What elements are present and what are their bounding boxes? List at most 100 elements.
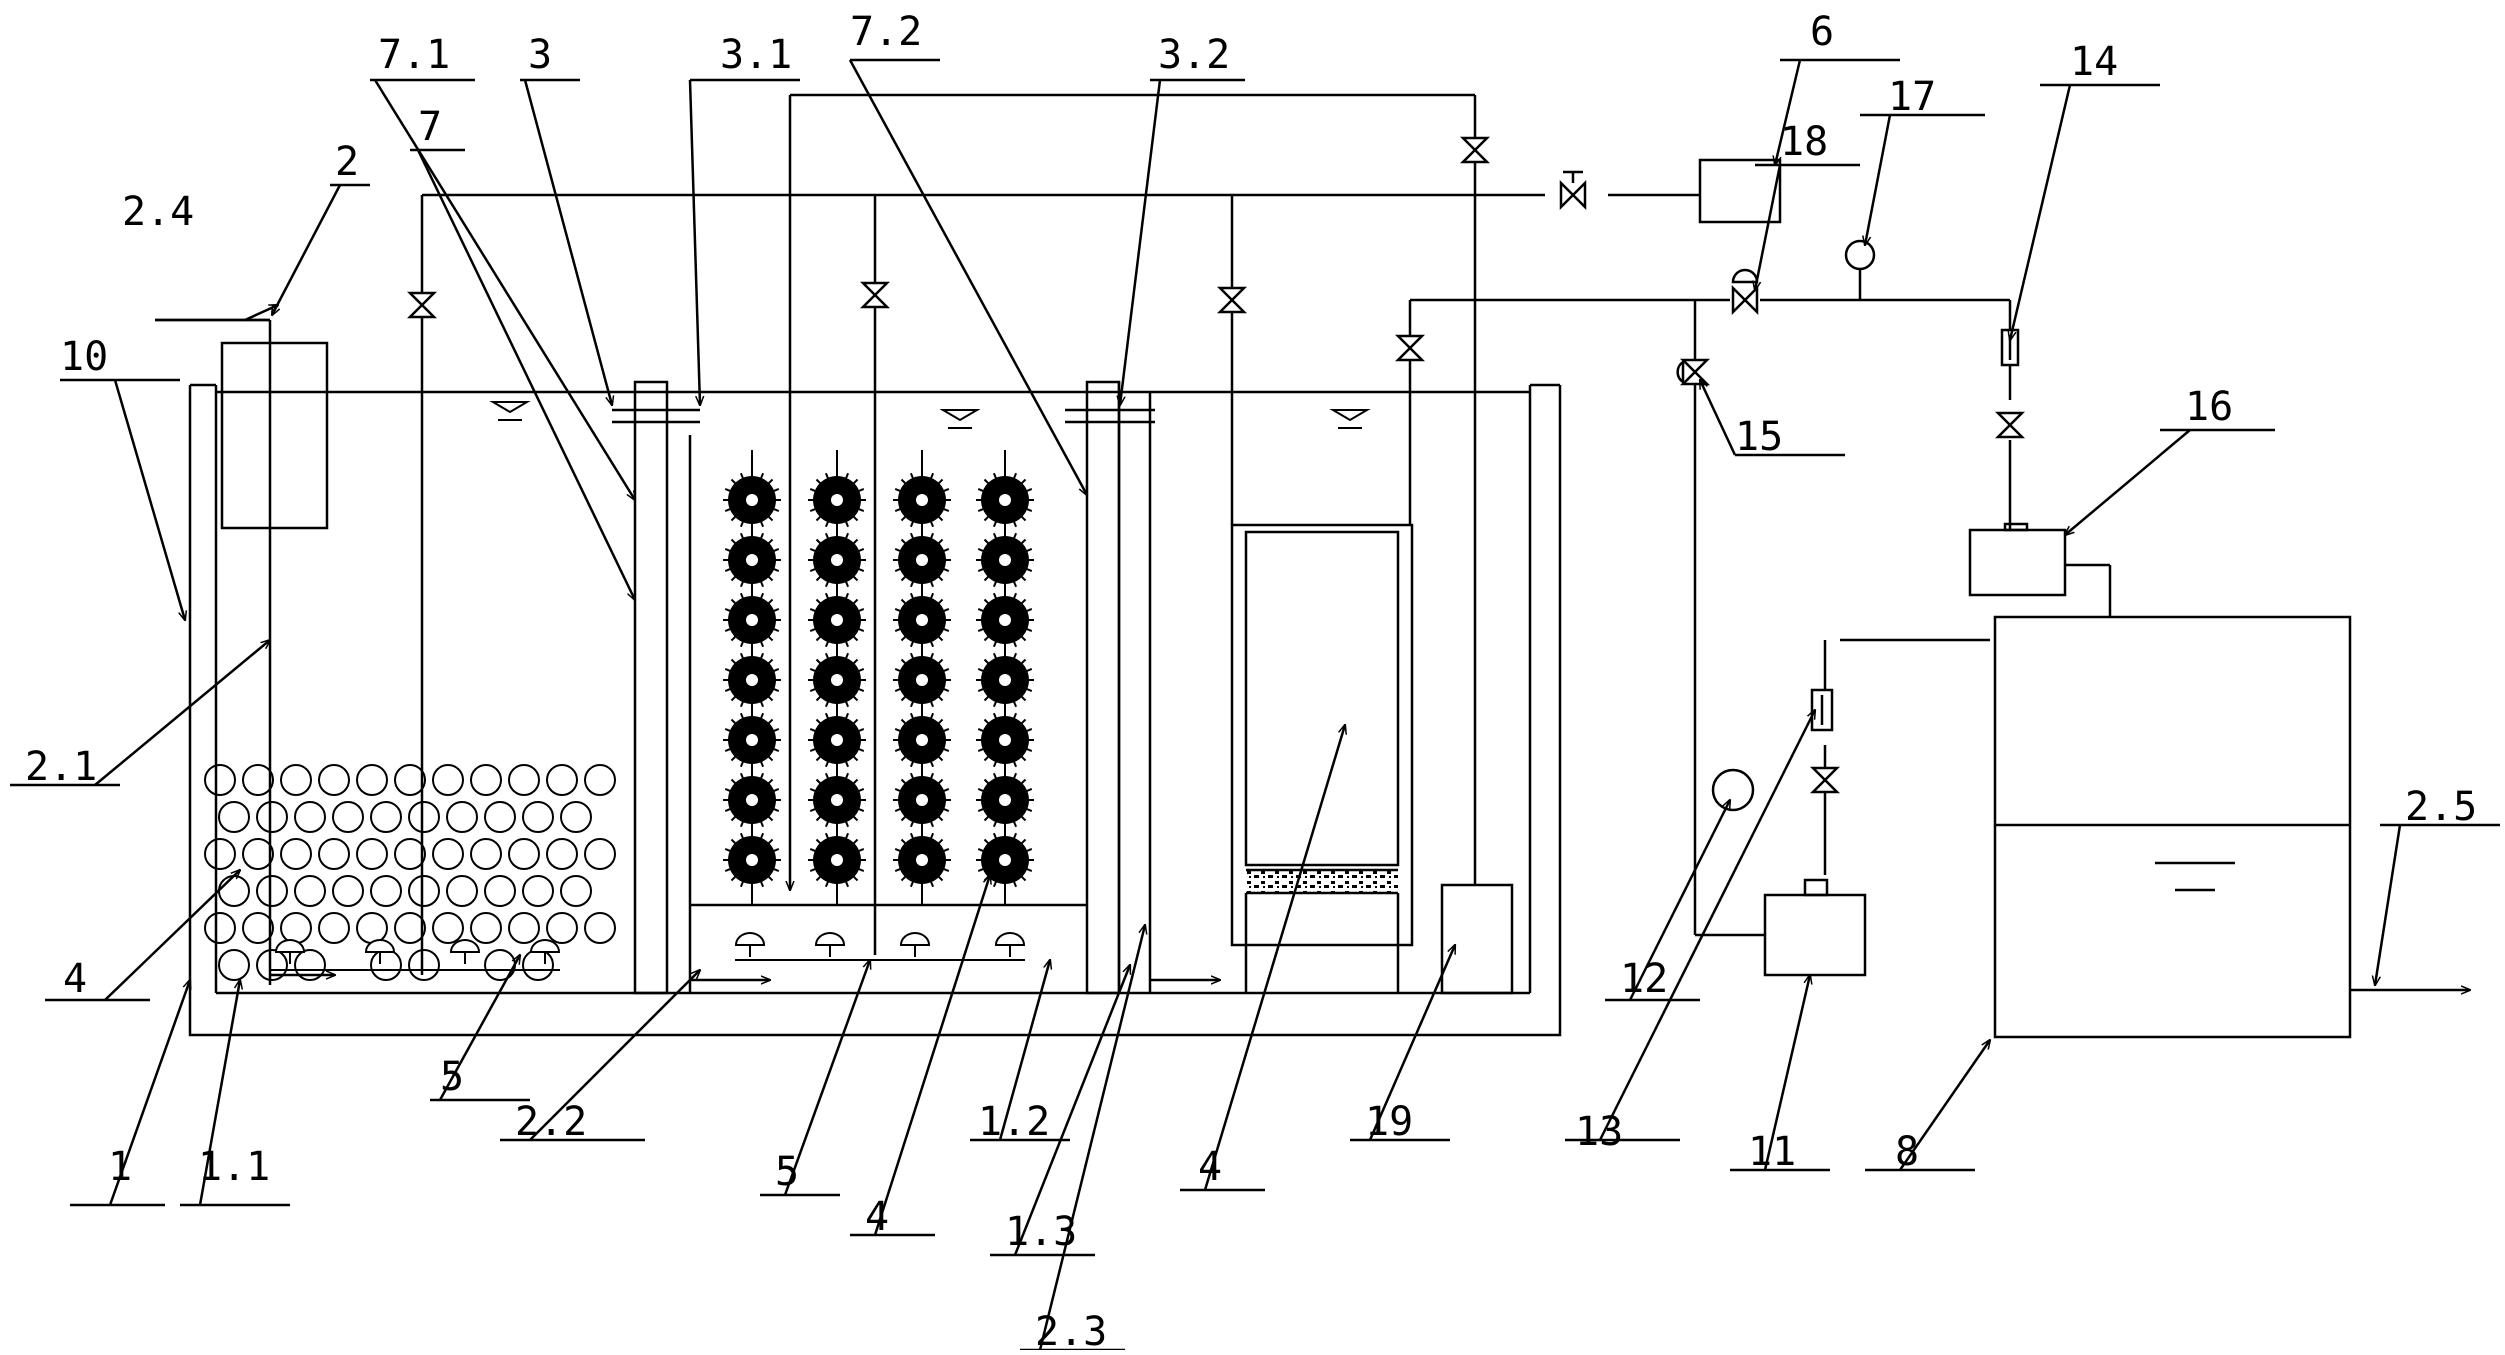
packing-ball-icon — [332, 801, 364, 833]
fiber-bundle-icon — [893, 651, 951, 709]
leader-line — [198, 980, 240, 1206]
packing-ball-icon — [256, 949, 288, 981]
packing-ball-icon — [584, 838, 616, 870]
packing-ball-icon — [484, 801, 516, 833]
leader-line — [1775, 59, 1802, 165]
fiber-bundle-icon — [893, 771, 951, 829]
fiber-bundle-icon — [723, 831, 781, 889]
packing-ball-icon — [408, 801, 440, 833]
leader-lines — [10, 58, 2500, 1352]
fiber-bundle-icon — [808, 771, 866, 829]
packing-ball-icon — [242, 838, 274, 870]
fiber-bundle-icon — [808, 531, 866, 589]
packing-ball-icon — [470, 764, 502, 796]
packing-ball-icon — [218, 875, 250, 907]
pump-12-icon — [1711, 768, 1755, 812]
leader-line — [1865, 114, 1892, 245]
leader-line — [688, 79, 700, 405]
valve-icon — [1994, 411, 2026, 439]
leader-line — [1700, 380, 1737, 456]
packing-ball-icon — [280, 838, 312, 870]
packing-ball-icon — [318, 912, 350, 944]
packing-ball-icon — [356, 912, 388, 944]
fiber-bundle-icon — [976, 711, 1034, 769]
valve-icon — [406, 291, 438, 319]
leader-line — [373, 79, 635, 500]
pressure-gauge-17-icon — [1844, 239, 1876, 271]
fiber-bundle-icon — [976, 591, 1034, 649]
clarifier-tank-8 — [1993, 615, 2352, 1039]
label-4c: 4 — [865, 1194, 889, 1240]
label-5b: 5 — [775, 1149, 799, 1195]
packing-ball-icon — [546, 912, 578, 944]
packing-ball-icon — [356, 764, 388, 796]
fiber-bundle-icon — [808, 591, 866, 649]
diffuser-icon — [529, 939, 561, 953]
fiber-bundle-icon — [723, 651, 781, 709]
fiber-bundle-icon — [808, 651, 866, 709]
packing-ball-icon — [294, 801, 326, 833]
label-13: 13 — [1575, 1109, 1623, 1155]
packing-ball-icon — [522, 949, 554, 981]
packing-ball-icon — [370, 875, 402, 907]
label-1: 1 — [108, 1144, 132, 1190]
label-3-1: 3.1 — [720, 32, 792, 78]
leader-line — [998, 960, 1050, 1141]
label-14: 14 — [2070, 39, 2118, 85]
diffuser-icon — [734, 932, 766, 946]
packing-ball-icon — [446, 875, 478, 907]
inlet-distribution-box — [220, 341, 329, 530]
label-16: 16 — [2185, 384, 2233, 430]
packing-ball-icon — [560, 801, 592, 833]
fiber-bundle-icon — [723, 711, 781, 769]
fiber-bundle-icon — [976, 771, 1034, 829]
valve-icon — [1216, 286, 1248, 314]
valve-icon — [1679, 358, 1711, 386]
label-15: 15 — [1735, 414, 1783, 460]
label-group: 10 2.4 2 7.1 7 3 3.1 7.2 3.2 6 17 14 18 … — [25, 9, 2477, 1355]
packing-ball-icon — [470, 838, 502, 870]
label-17: 17 — [1888, 74, 1936, 120]
leader-line — [1368, 945, 1455, 1141]
fiber-bundle-icon — [893, 531, 951, 589]
valve-icon — [1394, 334, 1426, 362]
leader-line — [523, 79, 612, 405]
label-1-3: 1.3 — [1005, 1209, 1077, 1255]
dosing-unit-16 — [1968, 528, 2067, 597]
fiber-bundle-icon — [723, 591, 781, 649]
leader-line — [1203, 725, 1345, 1191]
leader-line — [1013, 965, 1132, 1256]
diffuser-icon — [899, 932, 931, 946]
packing-ball-icon — [394, 912, 426, 944]
filter-column — [1230, 523, 1414, 947]
packing-ball-icon — [370, 949, 402, 981]
packing-ball-icon — [446, 801, 478, 833]
label-2-2: 2.2 — [515, 1099, 587, 1145]
label-2: 2 — [335, 139, 359, 185]
fiber-bundle-icon — [976, 531, 1034, 589]
valve-group — [406, 136, 2026, 794]
packing-ball-icon — [394, 764, 426, 796]
packing-ball-icon — [432, 764, 464, 796]
diffuser-icon — [364, 939, 396, 953]
fiber-bundle-icon — [976, 471, 1034, 529]
fiber-bundle-icon — [723, 771, 781, 829]
packing-ball-icon — [546, 764, 578, 796]
gauge-symbols — [1711, 239, 1876, 812]
packing-ball-icon — [522, 801, 554, 833]
packing-ball-icon — [280, 764, 312, 796]
packing-ball-icon — [508, 912, 540, 944]
packing-ball-icon — [408, 949, 440, 981]
packing-ball-icon — [294, 949, 326, 981]
packing-ball-icon — [470, 912, 502, 944]
label-2-5: 2.5 — [2405, 784, 2477, 830]
packing-ball-icon — [432, 838, 464, 870]
fiber-bundle-icon — [723, 531, 781, 589]
label-2-3: 2.3 — [1035, 1309, 1107, 1350]
fiber-bundle-icon — [976, 651, 1034, 709]
label-11: 11 — [1748, 1129, 1796, 1175]
label-1-2: 1.2 — [978, 1099, 1050, 1145]
packing-ball-icon — [508, 764, 540, 796]
packing-ball-icon — [256, 875, 288, 907]
label-4b: 4 — [1198, 1144, 1222, 1190]
